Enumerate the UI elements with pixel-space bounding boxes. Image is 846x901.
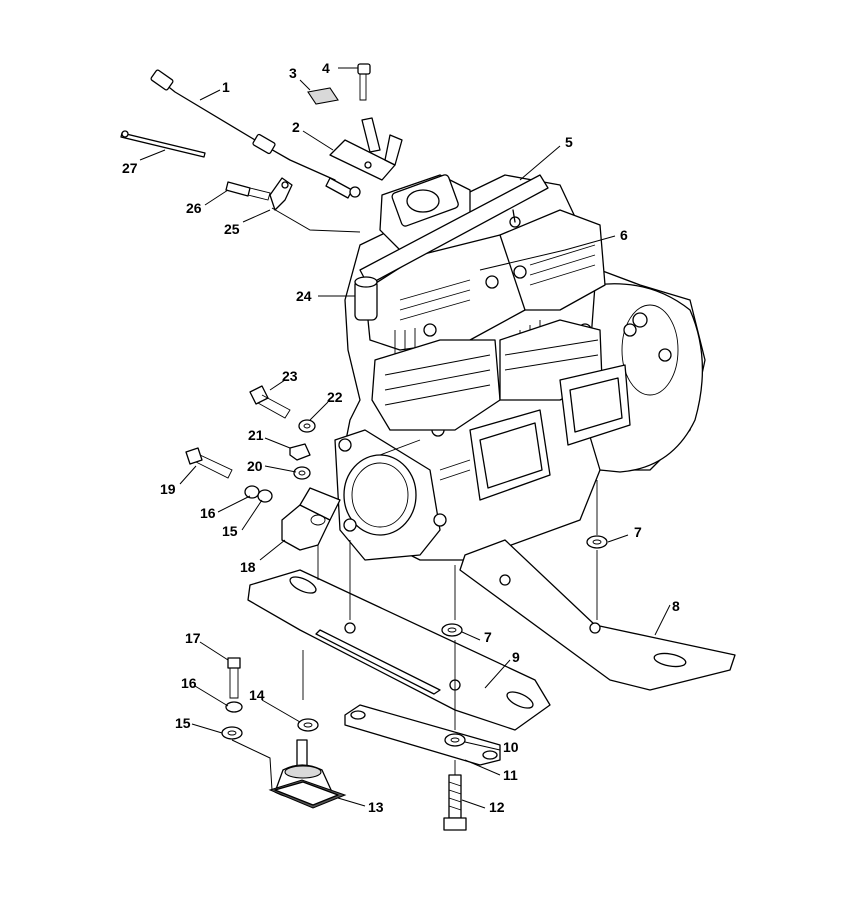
callout-2: 2 <box>292 119 300 135</box>
washer-10 <box>444 733 466 747</box>
washer-16-lower <box>225 701 243 713</box>
screw-4 <box>357 63 371 101</box>
washer-15-lower <box>221 726 243 740</box>
bolt-12 <box>443 774 467 831</box>
sensor-3 <box>307 87 339 105</box>
washers-16-15 <box>244 485 273 503</box>
callout-5: 5 <box>565 134 573 150</box>
callout-19: 19 <box>160 481 176 497</box>
rod-27 <box>120 130 206 158</box>
callout-3: 3 <box>289 65 297 81</box>
callout-10: 10 <box>503 739 519 755</box>
callout-18: 18 <box>240 559 256 575</box>
washers-7 <box>441 535 608 637</box>
engine-block <box>334 174 706 561</box>
cable-1 <box>150 69 361 199</box>
callout-17: 17 <box>185 630 201 646</box>
callout-labels: 1 2 3 4 5 6 7 7 8 9 10 11 12 13 14 15 15… <box>122 60 680 815</box>
reed-valve-housings <box>469 364 631 501</box>
callout-7b: 7 <box>484 629 492 645</box>
callout-6: 6 <box>620 227 628 243</box>
mount-plate-9 <box>247 569 551 731</box>
callout-11: 11 <box>503 767 518 783</box>
assembly-lines <box>302 480 598 800</box>
callout-27: 27 <box>122 160 138 176</box>
callout-25: 25 <box>224 221 240 237</box>
bolt-17 <box>227 657 241 699</box>
callout-23: 23 <box>282 368 298 384</box>
callout-7a: 7 <box>634 524 642 540</box>
leader-lines <box>139 67 671 809</box>
callout-15b: 15 <box>175 715 191 731</box>
callout-26: 26 <box>186 200 202 216</box>
callout-12: 12 <box>489 799 505 815</box>
washer-22 <box>298 419 316 433</box>
bracket-18 <box>281 487 341 551</box>
callout-4: 4 <box>322 60 330 76</box>
nut-21 <box>289 443 311 461</box>
callout-21: 21 <box>248 427 264 443</box>
callout-15a: 15 <box>222 523 238 539</box>
callout-8: 8 <box>672 598 680 614</box>
washer-14 <box>297 718 319 732</box>
callout-9: 9 <box>512 649 520 665</box>
callout-16a: 16 <box>200 505 216 521</box>
washer-20 <box>293 466 311 480</box>
bracket-2 <box>329 117 403 181</box>
callout-22: 22 <box>327 389 343 405</box>
bracket-25 <box>269 177 293 211</box>
callout-14: 14 <box>249 687 265 703</box>
callout-20: 20 <box>247 458 263 474</box>
callout-16b: 16 <box>181 675 197 691</box>
callout-1: 1 <box>222 79 230 95</box>
stud-23 <box>249 385 291 419</box>
bolt-19 <box>185 447 233 479</box>
strap-11 <box>344 704 501 766</box>
callout-13: 13 <box>368 799 384 815</box>
callout-24: 24 <box>296 288 312 304</box>
bolt-26 <box>225 181 271 201</box>
rubber-mount-13 <box>268 739 347 809</box>
mount-plate-8 <box>459 539 736 691</box>
pto-flange <box>334 429 447 561</box>
